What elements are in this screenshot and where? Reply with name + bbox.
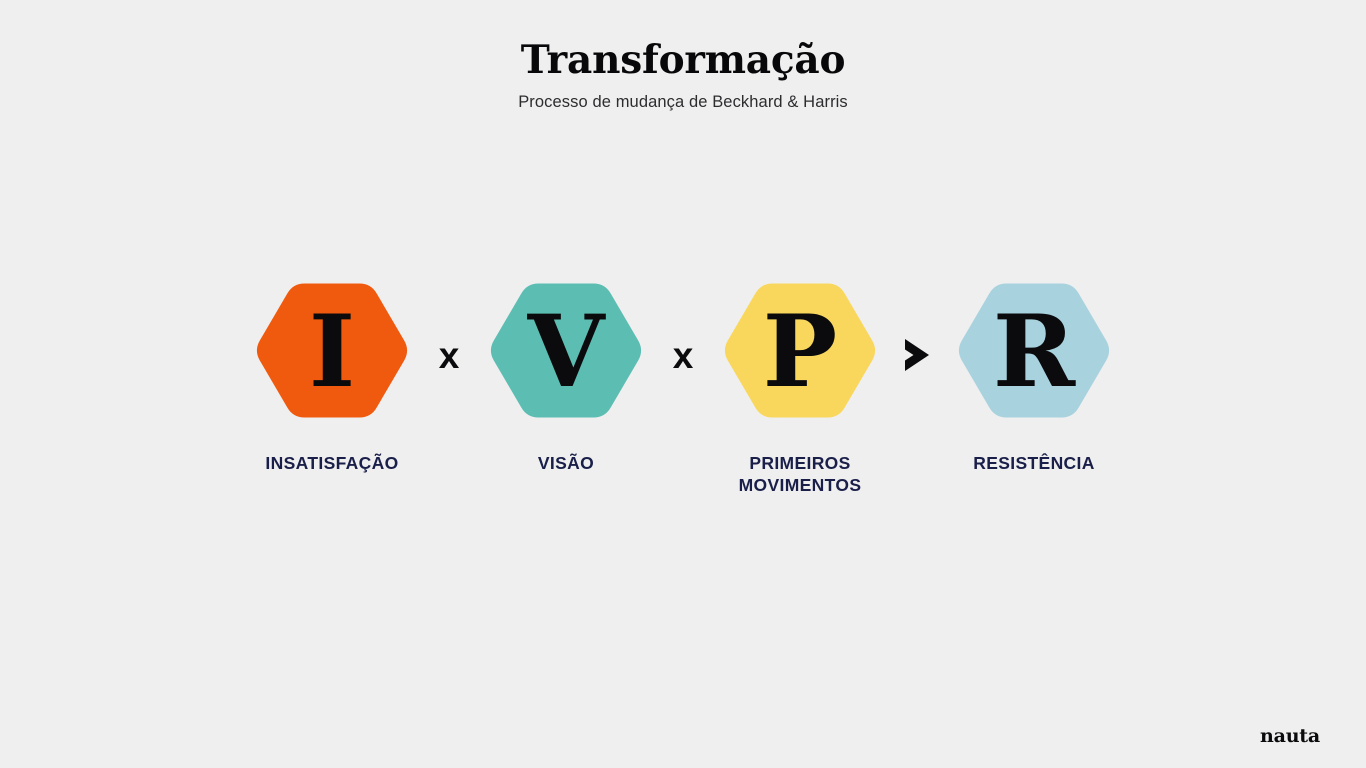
multiply-operator-1: x: [418, 278, 480, 430]
hexagon-shape-icon: [958, 283, 1110, 418]
slide-header: Transformação Processo de mudança de Bec…: [0, 0, 1366, 113]
hexagon-letter-v: V: [527, 293, 605, 410]
hexagon-letter-r: R: [992, 293, 1076, 410]
brand-logo: nauta: [1259, 725, 1320, 747]
page-subtitle: Processo de mudança de Beckhard & Harris: [518, 93, 848, 111]
formula-term-visao[interactable]: V VISÃO: [480, 278, 652, 474]
page-title: Transformação: [520, 37, 846, 83]
hexagon-letter-p: P: [762, 293, 838, 410]
term-label-resistencia: RESISTÊNCIA: [973, 453, 1095, 473]
greater-than-operator: [886, 278, 948, 430]
chevron-right-icon: [905, 339, 929, 371]
multiply-operator-2: x: [652, 278, 714, 430]
hexagon-letter-i: I: [308, 293, 356, 410]
multiply-icon: x: [672, 334, 694, 376]
formula-term-resistencia[interactable]: R RESISTÊNCIA: [948, 278, 1120, 474]
formula-diagram: I INSATISFAÇÃO x V VISÃO x P PRIMEIROS M…: [0, 278, 1366, 496]
hexagon-primeiros-movimentos[interactable]: P: [717, 278, 883, 430]
term-label-visao: VISÃO: [537, 453, 595, 473]
hexagon-visao[interactable]: V: [483, 278, 649, 430]
hexagon-shape-icon: [256, 283, 408, 418]
term-label-insatisfacao: INSATISFAÇÃO: [265, 453, 399, 473]
hexagon-shape-icon: [490, 283, 642, 418]
term-label-primeiros-movimentos: PRIMEIROS MOVIMENTOS: [738, 453, 862, 495]
multiply-icon: x: [438, 334, 460, 376]
hexagon-resistencia[interactable]: R: [951, 278, 1117, 430]
formula-term-primeiros-movimentos[interactable]: P PRIMEIROS MOVIMENTOS: [714, 278, 886, 496]
hexagon-shape-icon: [724, 283, 876, 418]
hexagon-insatisfacao[interactable]: I: [249, 278, 415, 430]
formula-term-insatisfacao[interactable]: I INSATISFAÇÃO: [246, 278, 418, 474]
